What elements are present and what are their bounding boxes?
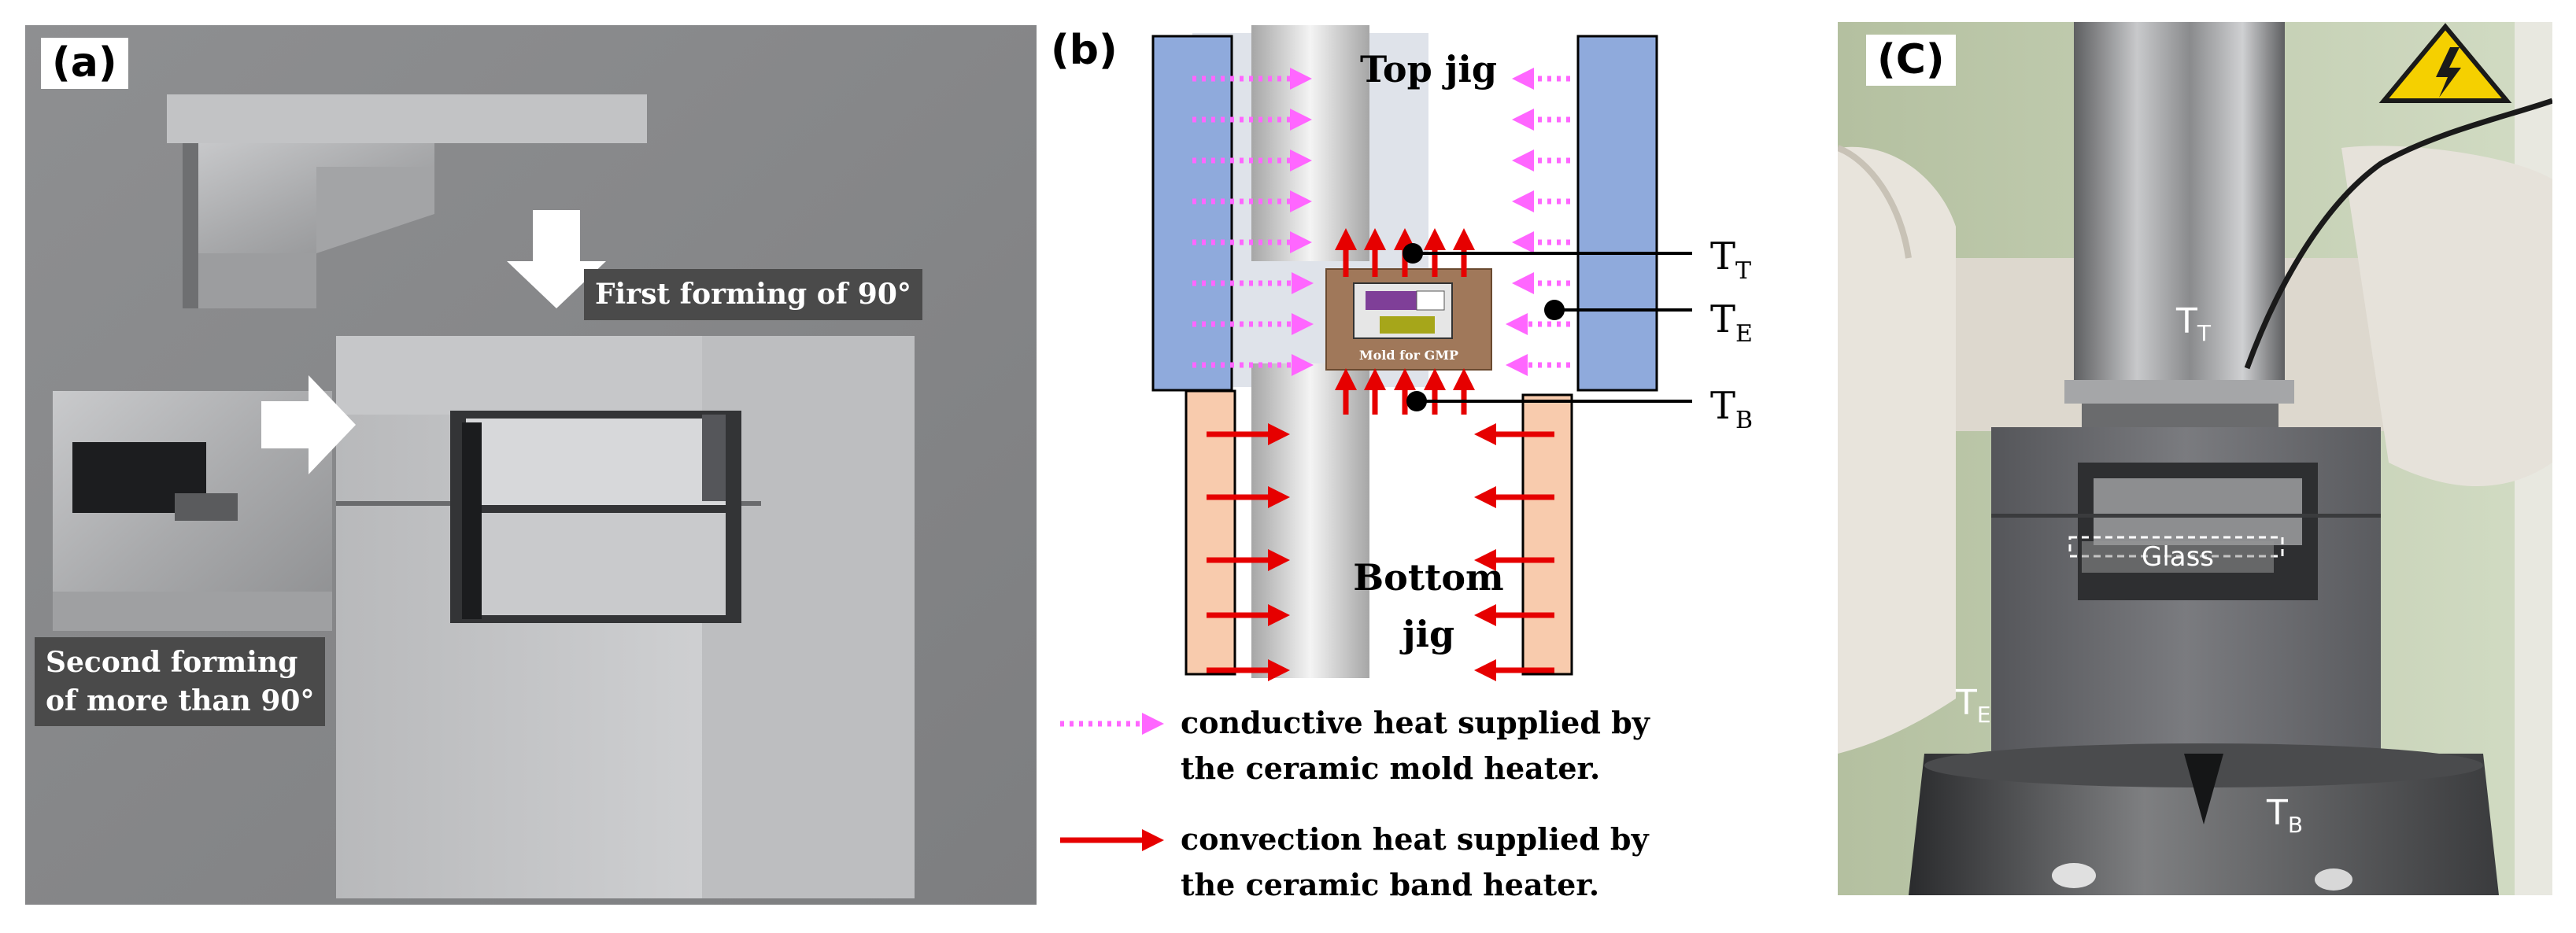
sensor-leaders: [1403, 243, 1692, 411]
panel-a-photo: (a) First forming of 90° Second forming …: [25, 25, 1037, 905]
panel-b-tag: (b): [1051, 25, 1129, 77]
legend-convection-line2: the ceramic band heater.: [1181, 867, 1599, 902]
heating-schematic: Mold for GMP: [1060, 25, 1753, 902]
panel-a-tag: (a): [41, 38, 128, 90]
top-plate: [2064, 380, 2294, 404]
right-arrow-icon: [261, 375, 356, 474]
top-jig-cylinder: [2074, 22, 2285, 380]
panel-b-schematic: Mold for GMP: [1051, 25, 1798, 905]
conductive-arrows: [1192, 68, 1570, 376]
sensor-te-label: TE: [1710, 297, 1753, 348]
first-forming-label: First forming of 90°: [584, 269, 922, 320]
setup-photo-illustration: [1838, 22, 2552, 895]
mold-heater-right: [1576, 35, 1658, 392]
top-jig-label: Top jig: [1360, 48, 1497, 90]
main-die-block: [336, 336, 915, 898]
top-punch: [167, 94, 647, 308]
second-forming-label: Second forming of more than 90°: [35, 637, 326, 727]
thermocouple-wire-top: [2244, 98, 2552, 370]
legend: conductive heat supplied by the ceramic …: [1060, 705, 1650, 902]
bottom-jig-label-line1: Bottom: [1353, 556, 1503, 599]
glass-label: Glass: [2082, 541, 2274, 573]
warning-sign-icon: [2378, 23, 2512, 103]
legend-conductive-line2: the ceramic mold heater.: [1181, 750, 1600, 786]
panel-c-photo: (C) Glass TT TE TB: [1838, 22, 2552, 895]
bottom-jig: [1251, 363, 1369, 678]
photo-sensor-tb: TB: [2267, 793, 2304, 838]
gmp-mold: [1325, 268, 1492, 371]
band-heater-left: [1185, 389, 1236, 676]
jig-photo-illustration: [25, 25, 1037, 905]
band-heater-right: [1521, 393, 1573, 676]
photo-sensor-tt: TT: [2176, 301, 2211, 346]
mold-heater-left: [1151, 35, 1233, 392]
sensor-tt-label: TT: [1710, 234, 1751, 285]
mold-label: Mold for GMP: [1359, 348, 1458, 363]
sensor-tb-label: TB: [1710, 384, 1753, 434]
legend-conductive-line1: conductive heat supplied by: [1181, 705, 1650, 740]
second-forming-line2: of more than 90°: [46, 684, 315, 717]
panel-c-tag: (C): [1866, 35, 1956, 87]
bottom-jig-label-line2: jig: [1399, 613, 1454, 655]
down-arrow-icon: [507, 210, 606, 308]
legend-convection-line1: convection heat supplied by: [1181, 821, 1649, 857]
top-jig: [1251, 25, 1369, 261]
photo-sensor-te: TE: [1956, 683, 1991, 728]
convection-arrows: [1207, 228, 1554, 681]
second-forming-line1: Second forming: [46, 646, 298, 679]
